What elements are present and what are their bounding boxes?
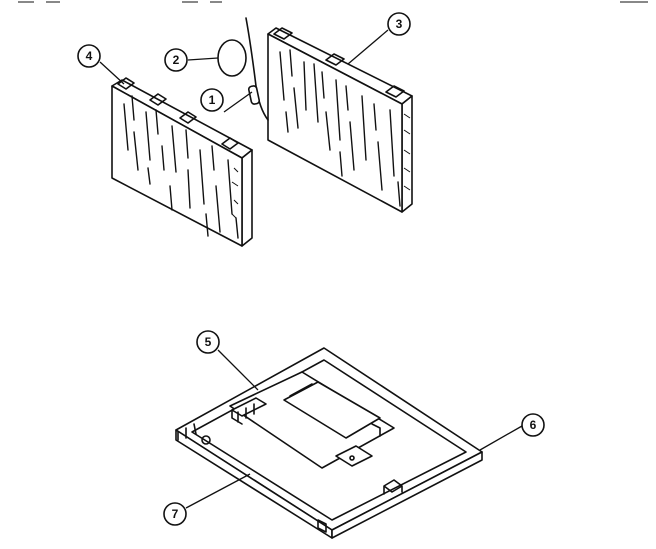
callout-1-label: 1 (209, 93, 216, 107)
filter-right-side (401, 95, 413, 213)
wire-loop-ring (217, 39, 247, 77)
callout-4-label: 4 (86, 49, 93, 63)
callout-5-label: 5 (205, 335, 212, 349)
leader-5 (217, 349, 259, 391)
callout-3: 3 (387, 12, 411, 36)
callout-1: 1 (200, 88, 224, 112)
bracket-raised-panel (283, 381, 381, 439)
callout-4-circle (77, 44, 101, 68)
callout-3-label: 3 (396, 17, 403, 31)
bracket-panel-edges (289, 383, 381, 437)
pan-right-bracket (383, 479, 403, 495)
filter-left-side (241, 149, 253, 247)
sensor-body (247, 85, 261, 105)
callout-5: 5 (196, 330, 220, 354)
pan-front-notch (317, 519, 327, 533)
filter-left-tabs (117, 77, 239, 150)
filter-left-front (111, 85, 243, 247)
callout-4: 4 (77, 44, 101, 68)
pan-front-right-wall (331, 451, 483, 539)
bracket-lower-tab (335, 445, 373, 467)
callout-1-circle (200, 88, 224, 112)
control-bracket (229, 371, 395, 469)
callout-2-label: 2 (173, 53, 180, 67)
filter-panel-right (267, 27, 413, 213)
leader-4 (99, 61, 125, 85)
pan-left-corner (177, 423, 197, 441)
callout-3-circle (387, 12, 411, 36)
sensor-probe (245, 17, 269, 121)
callout-7-label: 7 (172, 507, 179, 521)
leader-2 (187, 57, 219, 61)
filter-right-grain (279, 49, 401, 207)
callout-7-circle (163, 502, 187, 526)
callout-2: 2 (164, 48, 188, 72)
leader-7 (185, 473, 251, 509)
callout-2-circle (164, 48, 188, 72)
callout-5-circle (196, 330, 220, 354)
leader-1 (223, 91, 253, 113)
leader-6 (479, 425, 523, 451)
filter-right-edge-marks (403, 113, 411, 191)
filter-left-edge-marks (231, 167, 239, 219)
bracket-screw-hole (349, 455, 355, 461)
sensor-lead (245, 17, 269, 121)
filter-left-grain (123, 95, 239, 239)
callout-6-circle (521, 413, 545, 437)
pan-drain-hole (201, 435, 211, 445)
callout-6: 6 (521, 413, 545, 437)
wire-loop (217, 39, 247, 77)
callout-7: 7 (163, 502, 187, 526)
callout-6-label: 6 (530, 418, 537, 432)
filter-right-tabs (273, 27, 405, 98)
bracket-connector-pins (231, 403, 255, 425)
bracket-plate (229, 371, 395, 469)
filter-right-front (267, 33, 403, 213)
filter-panel-left (111, 77, 253, 247)
leader-3 (347, 29, 389, 65)
callouts: 1 2 3 4 5 6 7 (77, 12, 545, 526)
